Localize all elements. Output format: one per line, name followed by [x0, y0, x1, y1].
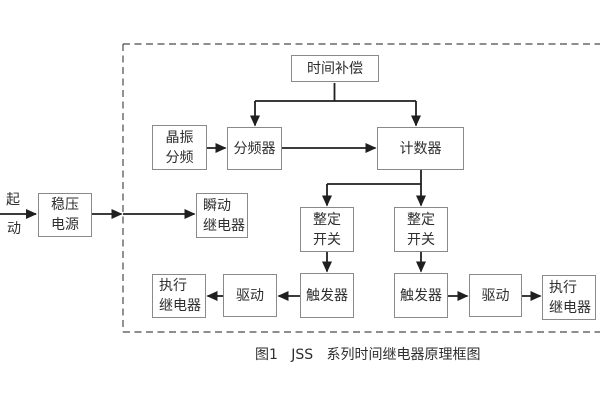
block-output-relay-left-line2: 继电器: [159, 298, 201, 314]
block-setting-switch-right-line2: 开关: [407, 231, 435, 248]
block-frequency-divider-label: 分频器: [233, 140, 276, 157]
line-time-compensation-branch: [255, 83, 416, 102]
block-counter: 计数器: [377, 127, 464, 170]
block-output-relay-right-line2: 继电器: [549, 299, 591, 316]
block-time-compensation-label: 时间补偿: [307, 60, 363, 77]
block-trigger-left-label: 触发器: [306, 287, 348, 304]
block-crystal-divider: 晶振 分频: [152, 125, 207, 170]
block-output-relay-left: 执行 继电器: [152, 274, 206, 318]
block-driver-left: 驱动: [223, 274, 277, 317]
block-power-supply-line1: 稳压: [51, 197, 79, 213]
start-input-label-line1: 起: [6, 192, 20, 208]
block-instant-relay-line1: 瞬动: [203, 197, 231, 214]
block-setting-switch-left-line2: 开关: [313, 231, 341, 248]
block-power-supply-line2: 电源: [51, 217, 79, 233]
block-driver-right-label: 驱动: [481, 287, 510, 304]
block-setting-switch-left-line1: 整定: [313, 211, 341, 228]
block-trigger-left: 触发器: [300, 273, 354, 318]
block-instant-relay: 瞬动 继电器: [196, 193, 248, 238]
block-instant-relay-line2: 继电器: [203, 217, 245, 234]
start-input-label-line2: 动: [7, 221, 21, 237]
block-setting-switch-left: 整定 开关: [300, 207, 354, 252]
block-setting-switch-right-line1: 整定: [407, 211, 435, 228]
block-driver-left-label: 驱动: [236, 287, 264, 304]
block-power-supply: 稳压 电源: [38, 193, 92, 237]
dashed-boundary: [122, 43, 600, 333]
block-driver-right: 驱动: [469, 274, 522, 317]
block-output-relay-right: 执行 继电器: [542, 275, 596, 320]
block-counter-label: 计数器: [399, 140, 442, 157]
block-crystal-divider-line2: 分频: [165, 149, 194, 166]
block-trigger-right-label: 触发器: [400, 287, 442, 304]
block-time-compensation: 时间补偿: [291, 55, 379, 82]
figure-caption: 图1 JSS 系列时间继电器原理框图: [255, 347, 481, 363]
block-output-relay-left-line1: 执行: [159, 278, 187, 294]
block-trigger-right: 触发器: [394, 273, 448, 318]
connection-arrows: [0, 83, 542, 301]
block-output-relay-right-line1: 执行: [549, 279, 577, 296]
block-crystal-divider-line1: 晶振: [165, 129, 194, 146]
block-setting-switch-right: 整定 开关: [394, 207, 448, 252]
block-frequency-divider: 分频器: [227, 127, 282, 170]
